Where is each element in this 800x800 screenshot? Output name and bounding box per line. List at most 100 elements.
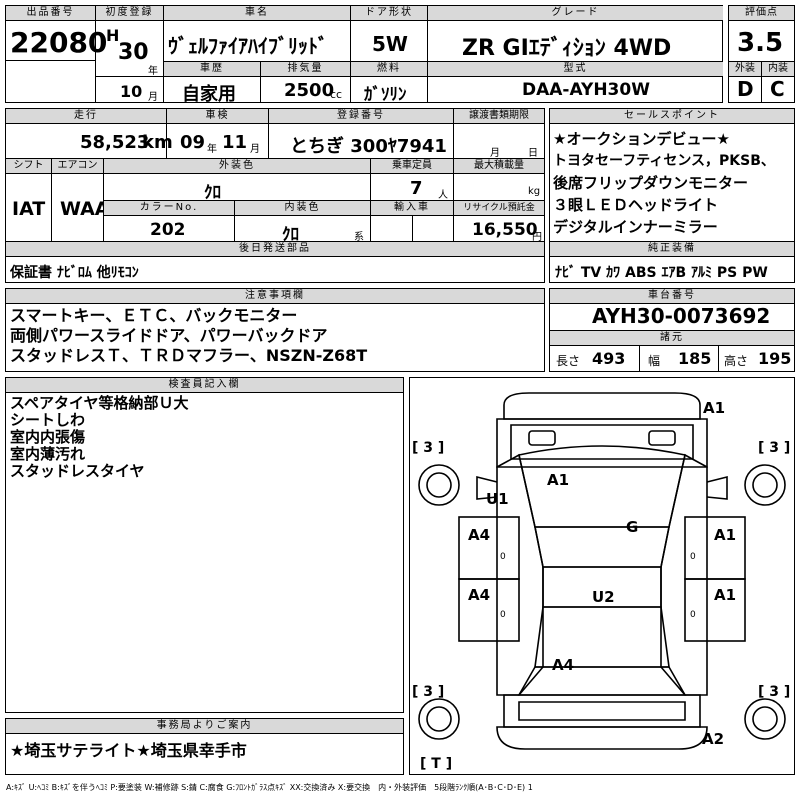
damage-mark: A1 — [714, 526, 737, 544]
transfer-month: 月 — [490, 148, 500, 159]
model-code: DAA-AYH30W — [522, 80, 650, 100]
inspection-year: 09 — [180, 132, 206, 153]
inspector-note: スタッドレスタイヤ — [10, 462, 145, 480]
car-name-label: 車名 — [164, 6, 350, 21]
mileage-unit: km — [142, 132, 173, 153]
interior-color-unit: 系 — [354, 232, 364, 243]
recycle-fee: 16,550 — [472, 220, 538, 240]
length: 493 — [592, 349, 626, 368]
note-line: スタッドレスＴ、ＴＲＤマフラー、NSZN-Z68T — [10, 346, 368, 365]
mileage: 58,523 — [80, 132, 150, 153]
capacity: 7 — [410, 178, 423, 199]
inspector-box — [5, 377, 404, 713]
lot-number: 22080 — [10, 26, 108, 59]
inspector-note: スペアタイヤ等格納部Ｕ大 — [10, 394, 189, 412]
car-name: ｳﾞｪﾙﾌｧｲｱﾊｲﾌﾞﾘｯﾄﾞ — [168, 34, 328, 58]
fuel-label: 燃料 — [351, 62, 427, 77]
registration-month: 10 — [120, 82, 143, 101]
damage-mark: A4 — [468, 586, 491, 604]
transfer-day: 日 — [528, 148, 538, 159]
interior-label: 内装 — [762, 62, 794, 77]
interior-grade: C — [770, 77, 785, 101]
displacement: 2500 — [284, 80, 335, 101]
mileage-label: 走行 — [6, 109, 166, 124]
tire-mark: [ 3 ] — [412, 440, 445, 456]
score: 3.5 — [737, 28, 784, 58]
later-parts-label: 後日発送部品 — [6, 242, 544, 257]
history-label: 車歴 — [164, 62, 260, 77]
tire-mark: [ 3 ] — [758, 440, 791, 456]
later-parts: 保証書 ﾅﾋﾞﾛﾑ 他ﾘﾓｺﾝ — [10, 265, 139, 281]
exterior-label: 外装 — [729, 62, 761, 77]
damage-mark: A1 — [703, 399, 726, 417]
door-zero: 0 — [690, 552, 696, 562]
first-registration-label: 初度登録 — [96, 6, 163, 21]
shift-label: シフト — [6, 159, 51, 174]
legend: A:ｷｽﾞ U:ﾍｺﾐ B:ｷｽﾞを伴うﾍｺﾐ P:要塗装 W:補修跡 S:錆 … — [6, 783, 533, 792]
max-load-label: 最大積載量 — [454, 159, 544, 174]
shift: IAT — [12, 198, 46, 220]
sales-points-list: ★オークションデビュー★ トヨタセーフティセンス，PKSB、 後席フリップダウン… — [553, 128, 775, 238]
equipment-label: 純正装備 — [550, 242, 794, 257]
aircon: WAA — [60, 198, 110, 220]
damage-mark: G — [626, 518, 639, 536]
note-line: 両側パワースライドドア、パワーバックドア — [10, 326, 328, 345]
damage-mark: A1 — [714, 586, 737, 604]
door-type: 5W — [372, 32, 408, 56]
year-unit: 年 — [148, 66, 158, 77]
notes-label: 注意事項欄 — [6, 289, 544, 304]
registration-number: とちぎ 300ﾔ7941 — [290, 136, 447, 157]
chassis-number: AYH30-0073692 — [592, 304, 771, 328]
note-line: スマートキー、ＥＴＣ、バックモニター — [10, 306, 298, 325]
damage-mark: A4 — [468, 526, 491, 544]
lot-number-label: 出品番号 — [6, 6, 95, 21]
tire-mark: [ 3 ] — [758, 684, 791, 700]
inspection-month: 11 — [222, 132, 248, 153]
score-label: 評価点 — [729, 6, 794, 21]
inspection-label: 車検 — [167, 109, 268, 124]
office-info: ★埼玉サテライト★埼玉県幸手市 — [10, 741, 247, 760]
capacity-label: 乗車定員 — [371, 159, 453, 174]
sales-point: トヨタセーフティセンス，PKSB、 — [553, 153, 775, 169]
car-history: 自家用 — [182, 84, 236, 105]
displacement-unit: cc — [330, 88, 343, 101]
tire-mark: [ 3 ] — [412, 684, 445, 700]
damage-mark: U1 — [486, 490, 509, 508]
inspector-note: 室内内張傷 — [10, 428, 86, 446]
door-zero: 0 — [690, 610, 696, 620]
notes-list: スマートキー、ＥＴＣ、バックモニター 両側パワースライドドア、パワーバックドア … — [10, 306, 367, 366]
door-zero: 0 — [500, 552, 506, 562]
model-label: 型式 — [428, 62, 723, 77]
height: 195 — [758, 349, 792, 368]
interior-color-label: 内装色 — [235, 201, 370, 216]
displacement-label: 排気量 — [261, 62, 350, 77]
sales-point: ３眼ＬＥＤヘッドライト — [553, 196, 719, 214]
chassis-label: 車台番号 — [550, 289, 794, 304]
damage-mark: A1 — [547, 471, 570, 489]
max-load-unit: kg — [528, 186, 541, 197]
grade-label: グレード — [428, 6, 723, 21]
era: H — [106, 26, 120, 45]
length-label: 長さ — [556, 354, 581, 368]
header-table — [5, 5, 723, 103]
exterior-grade: D — [737, 77, 754, 101]
inspection-year-unit: 年 — [207, 144, 217, 155]
transfer-deadline-label: 譲渡書類期限 — [454, 109, 544, 124]
sales-point: 後席フリップダウンモニター — [553, 174, 749, 192]
inspector-list: スペアタイヤ等格納部Ｕ大 シートしわ 室内内張傷 室内薄汚れ スタッドレスタイヤ — [10, 395, 189, 480]
height-label: 高さ — [724, 354, 749, 368]
month-unit: 月 — [148, 92, 158, 103]
car-diagram — [418, 392, 786, 750]
grade: ZR GIｴﾃﾞｨｼｮﾝ 4WD — [462, 36, 672, 61]
exterior-color: ｸﾛ — [204, 183, 221, 203]
aircon-label: エアコン — [52, 159, 103, 174]
sales-point: ★オークションデビュー★ — [553, 130, 730, 148]
width-label: 幅 — [648, 354, 661, 368]
interior-color: ｸﾛ — [282, 225, 299, 245]
inspector-label: 検査員記入欄 — [6, 378, 403, 393]
equipment: ﾅﾋﾞ TV ｶﾜ ABS ｴｱB ｱﾙﾐ PS PW — [555, 265, 768, 281]
damage-diagram-box — [409, 377, 795, 775]
damage-mark: A2 — [702, 730, 725, 748]
sales-point: デジタルインナーミラー — [553, 218, 718, 236]
inspector-note: 室内薄汚れ — [10, 445, 86, 463]
